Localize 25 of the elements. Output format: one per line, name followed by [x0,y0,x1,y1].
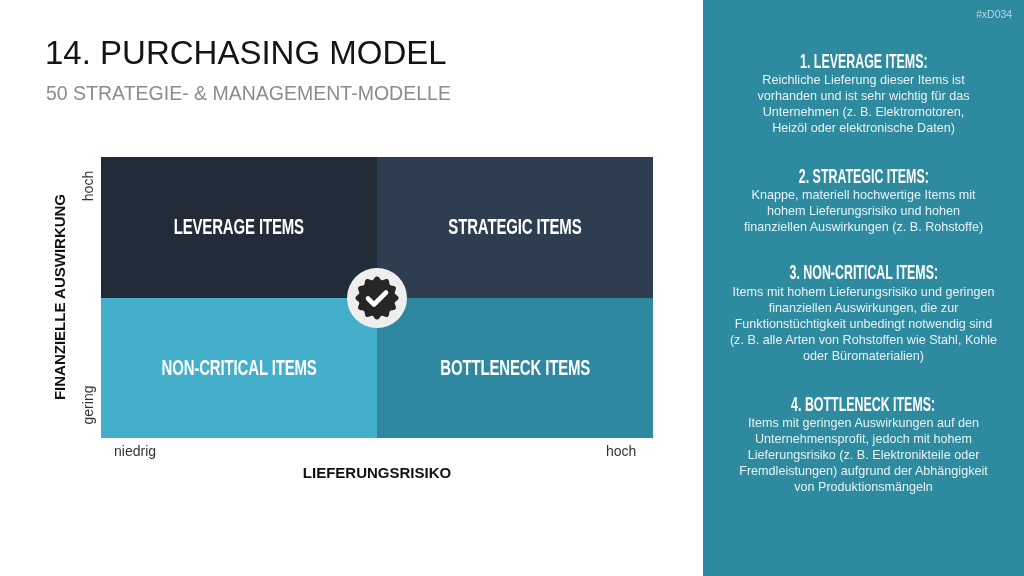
slide-subtitle: 50 STRATEGIE- & MANAGEMENT-MODELLE [46,82,451,105]
quadrant-title: BOTTLENECK ITEMS [440,354,590,381]
axis-end-label: hoch [79,170,97,202]
slide-title: 14. PURCHASING MODEL [45,35,447,72]
matrix-quadrant [101,297,377,438]
quadrant-title: NON-CRITICAL ITEMS [161,354,317,381]
section-heading: 4. BOTTLENECK ITEMS: [791,393,936,415]
axis-title: FINANZIELLE AUSWIRKUNG [51,193,69,401]
axis-end-label: hoch [606,443,637,460]
section-description: Knappe, materiell hochwertige Items mit hohem Lieferungsrisiko und hohen finanziellen Auswirkungen (z. B. Rohstoffe) [742,187,985,235]
section-heading: 1. LEVERAGE ITEMS: [799,50,928,72]
section-description: Reichliche Lieferung dieser Items ist vorhanden und ist sehr wichtig für das Unternehmen (z. B. Elektromotoren, Heizöl oder elektronische Daten) [756,72,971,136]
matrix-quadrant [377,157,653,298]
section-description: Items mit geringen Auswirkungen auf den Unternehmensprofit, jedoch mit hohem Lieferungsrisiko (z. B. Elektronikteile oder Fremdleistungen) aufgrund der Abhängigkeit von Produktionsmängeln [738,415,989,495]
quadrant-title: LEVERAGE ITEMS [173,214,305,241]
section-description: Items mit hohem Lieferungsrisiko und geringen finanziellen Auswirkungen, die zur Funktionstüchtigkeit unbedingt notwendig sind (z. B. alle Arten von Rohstoffen wie Stahl, Kohle oder Büromaterialien) [728,284,999,364]
quadrant-title: STRATEGIC ITEMS [448,214,582,241]
section-heading: 3. NON-CRITICAL ITEMS: [789,261,938,283]
matrix-quadrant [101,157,377,298]
slide-code: #xD034 [976,8,1013,21]
matrix-quadrant [377,297,653,438]
axis-end-label: gering [79,385,97,425]
info-panel [703,0,1024,576]
section-heading: 2. STRATEGIC ITEMS: [798,165,929,187]
axis-title: LIEFERUNGSRISIKO [302,464,452,482]
